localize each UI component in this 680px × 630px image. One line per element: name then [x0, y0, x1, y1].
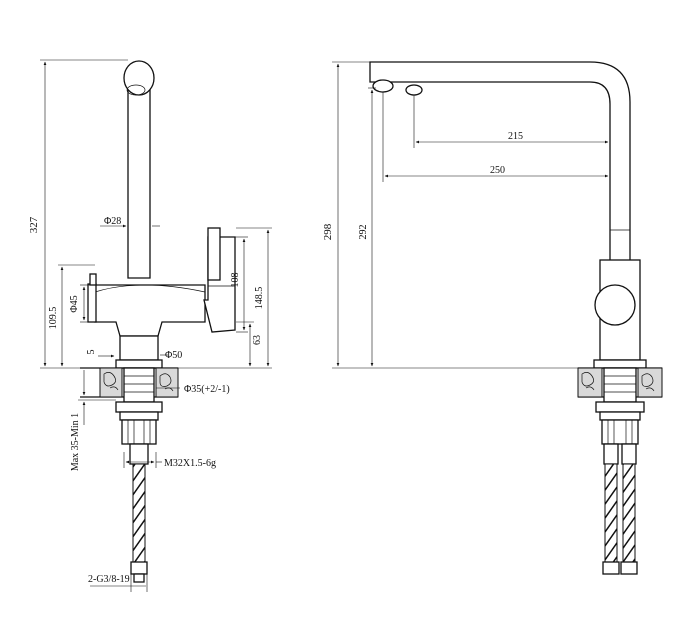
- side-deck: [80, 367, 179, 398]
- front-spout: [369, 61, 631, 301]
- dim-spout-diameter: Φ28: [104, 216, 121, 227]
- dim-handle-height: 148.5: [254, 287, 265, 310]
- front-view: 298 292 215 250: [322, 61, 663, 575]
- side-spout: [123, 60, 155, 279]
- dim-body-diameter: Φ45: [69, 295, 80, 312]
- dim-front-reach-outer: 250: [490, 165, 505, 176]
- dim-hose-connector: 2-G3/8-19: [88, 574, 130, 585]
- front-shank: [595, 367, 645, 465]
- side-lever-handle: [203, 227, 236, 333]
- dim-handle-length: 108: [230, 273, 241, 288]
- dim-hole-diameter: Φ35(+2/-1): [184, 384, 230, 395]
- side-shank: [115, 367, 163, 465]
- side-view: 327 Φ28 109.5 Φ45 108 148.5: [28, 59, 272, 592]
- dim-base-step: 5: [86, 350, 97, 355]
- dim-front-reach-inner: 215: [508, 131, 523, 142]
- dim-deck-thickness: Max 35-Min 1: [70, 413, 81, 471]
- dim-thread: M32X1.5-6g: [164, 458, 216, 469]
- front-hoses: [602, 463, 638, 575]
- dim-base-diameter: Φ50: [165, 350, 182, 361]
- side-dimensions: 327 Φ28 109.5 Φ45 108 148.5: [28, 59, 272, 592]
- front-deck: [577, 367, 663, 398]
- side-mixer-body: [87, 273, 206, 337]
- dim-body-height: 109.5: [48, 307, 59, 330]
- dim-total-height: 327: [28, 216, 40, 233]
- dim-handle-offset: 63: [252, 335, 263, 345]
- front-dimensions: 298 292 215 250: [322, 61, 609, 369]
- side-hoses: [130, 463, 148, 583]
- side-base: [115, 335, 163, 369]
- dim-front-total-height: 298: [322, 223, 334, 240]
- front-body: [593, 259, 647, 369]
- dim-front-spout-clearance: 292: [358, 225, 369, 240]
